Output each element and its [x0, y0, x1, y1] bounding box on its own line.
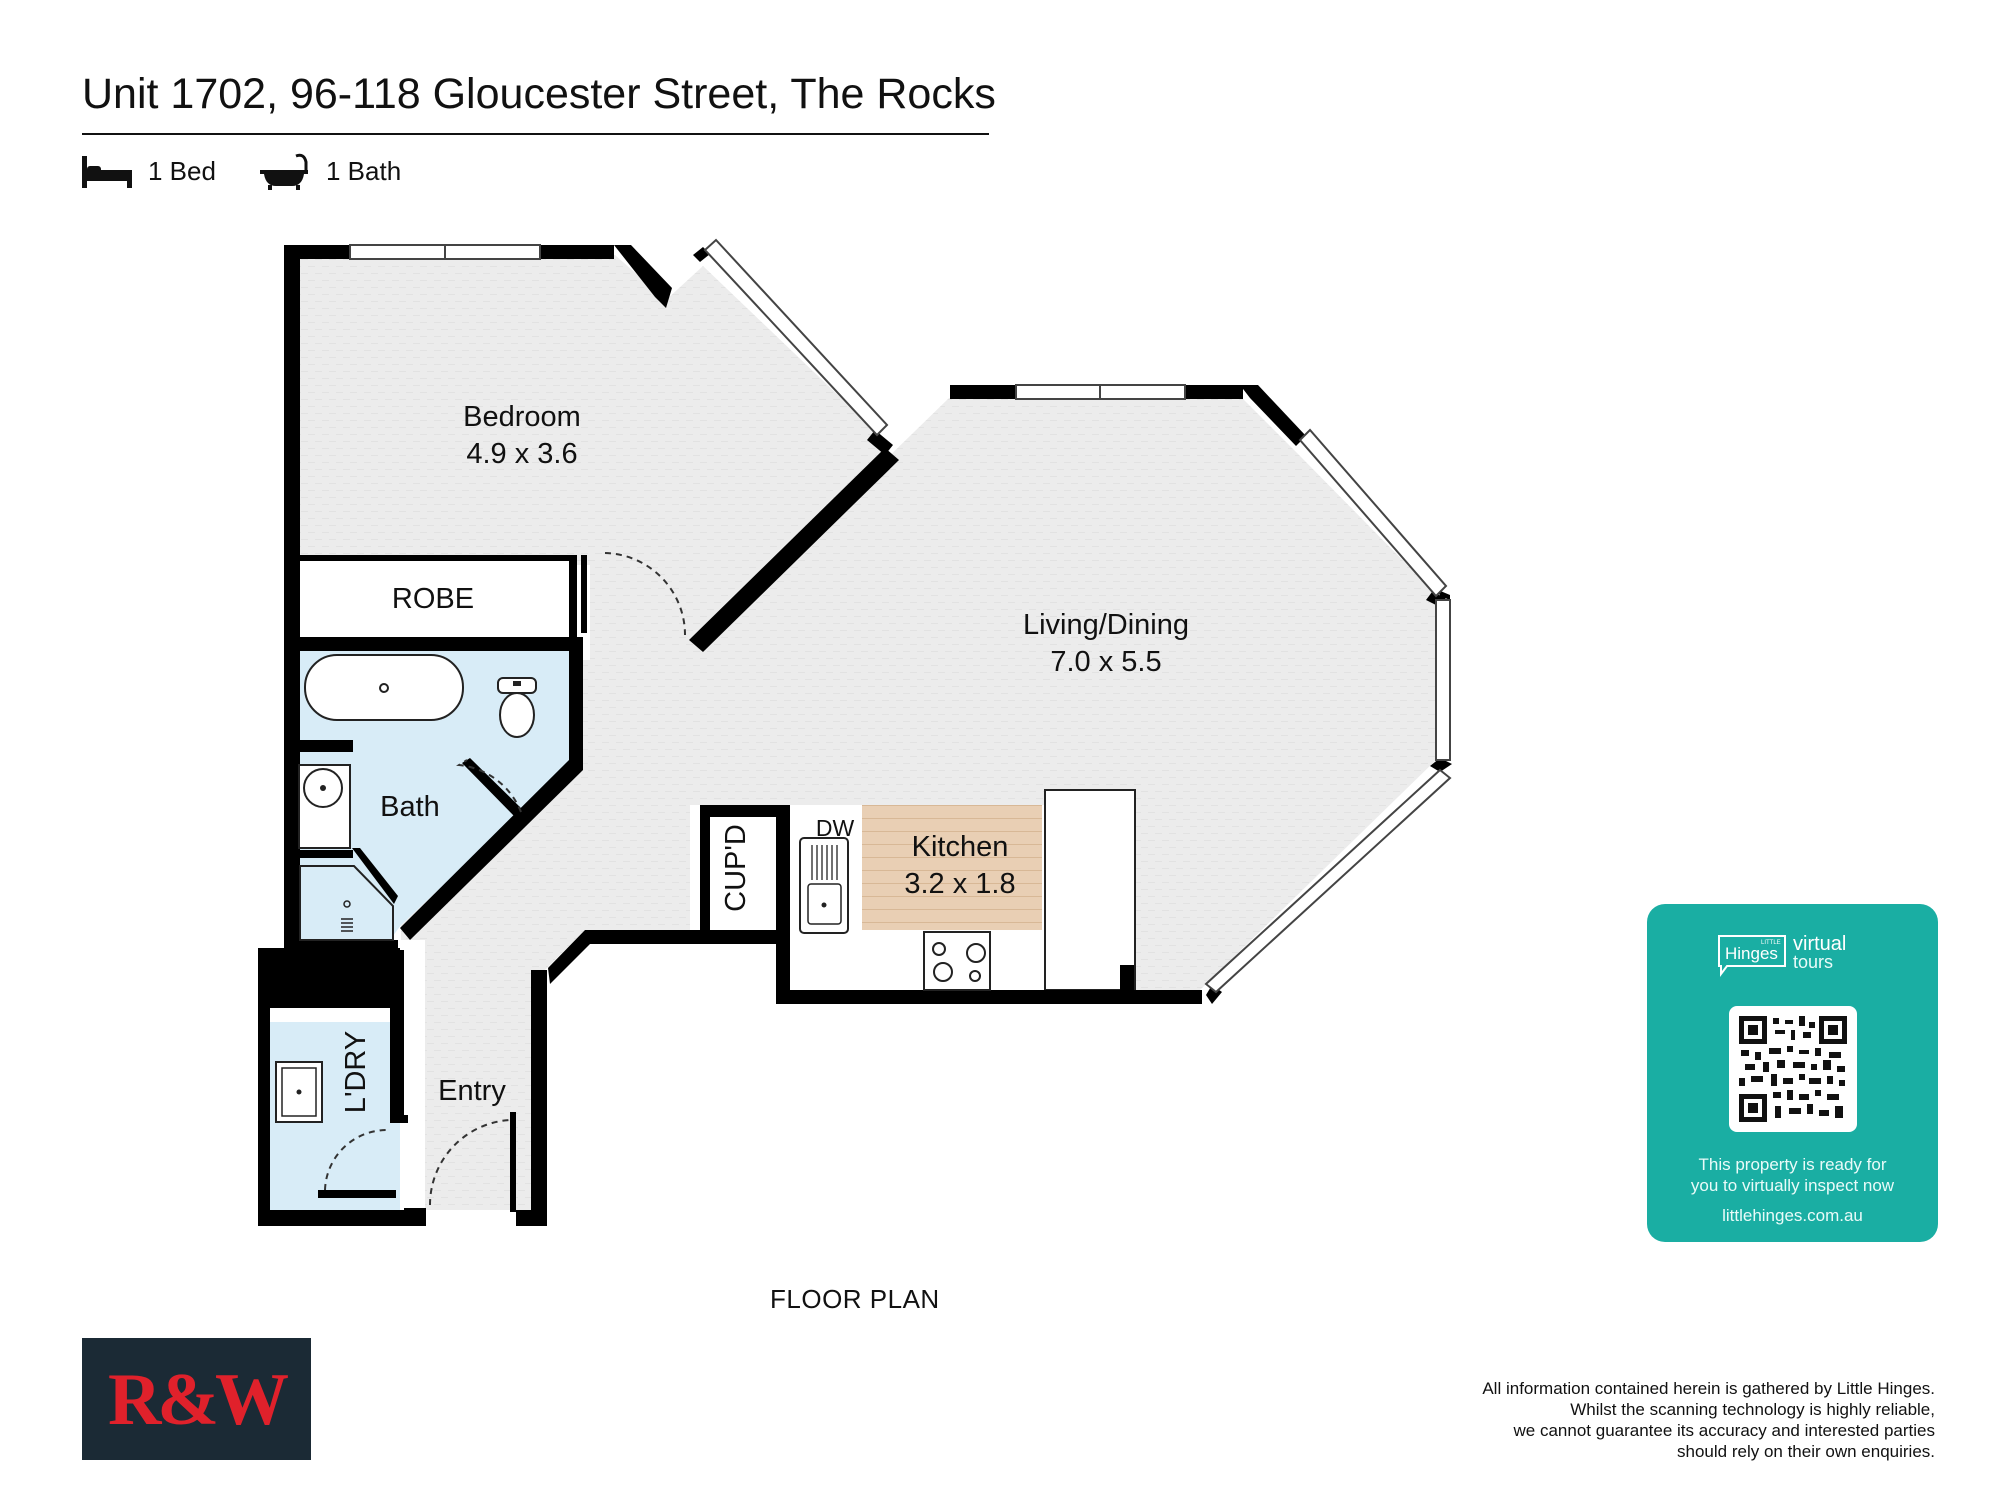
- walls: [258, 245, 1452, 1226]
- logo-small-text: LITTLE: [1761, 940, 1781, 946]
- kitchen-sink-icon: [799, 837, 849, 934]
- logo-brand-text: Hinges: [1725, 944, 1778, 963]
- robe-floor: [298, 558, 575, 638]
- page-title: Unit 1702, 96-118 Gloucester Street, The…: [82, 70, 996, 118]
- bathtub-icon: [304, 654, 464, 721]
- cupboard-label: CUP'D: [720, 824, 752, 912]
- door-swings: [324, 552, 686, 1206]
- disclaimer-line: we cannot guarantee its accuracy and int…: [1513, 1421, 1935, 1440]
- laundry-sink-icon: [275, 1061, 323, 1123]
- bedroom-floor: [298, 255, 885, 640]
- logo-tours-text: tours: [1793, 952, 1833, 972]
- logo-virtual-text: virtual: [1793, 933, 1846, 955]
- kitchen-island: [1044, 789, 1136, 991]
- tour-message-line-1: This property is ready for: [1698, 1155, 1887, 1174]
- tour-url-link[interactable]: littlehinges.com.au: [1722, 1206, 1863, 1225]
- disclaimer-line: Whilst the scanning technology is highly…: [1570, 1400, 1935, 1419]
- disclaimer-line: All information contained herein is gath…: [1482, 1379, 1935, 1398]
- baths-feature: 1 Bath: [258, 152, 401, 190]
- agency-logo-text: R&W: [107, 1359, 289, 1441]
- qr-code[interactable]: [1729, 1006, 1857, 1132]
- robe-label: ROBE: [392, 583, 474, 615]
- virtual-tour-card[interactable]: LITTLE Hinges virtual tours: [1647, 904, 1938, 1242]
- agency-logo: R&W: [82, 1338, 311, 1460]
- kitchen-label: Kitchen: [912, 831, 1009, 863]
- dishwasher-label: DW: [816, 815, 855, 841]
- cooktop-icon: [923, 931, 991, 991]
- toilet-icon: [497, 677, 537, 738]
- floor-plan-caption: FLOOR PLAN: [770, 1284, 940, 1314]
- bedroom-size: 4.9 x 3.6: [466, 438, 577, 470]
- bath-icon: [260, 153, 308, 190]
- tour-message: This property is ready for you to virtua…: [1647, 1154, 1938, 1196]
- living-label: Living/Dining: [1023, 609, 1189, 641]
- disclaimer-line: should rely on their own enquiries.: [1677, 1442, 1935, 1461]
- tour-message-line-2: you to virtually inspect now: [1690, 1176, 1895, 1195]
- bath-label: Bath: [380, 791, 440, 823]
- beds-feature: 1 Bed: [80, 152, 216, 190]
- little-hinges-logo: LITTLE Hinges virtual tours: [1718, 933, 1846, 977]
- windows: [349, 238, 1452, 994]
- laundry-label: L'DRY: [340, 1031, 372, 1113]
- beds-count: 1 Bed: [148, 155, 216, 186]
- cupboard-floor: [700, 812, 775, 922]
- entry-label: Entry: [438, 1075, 506, 1107]
- disclaimer: All information contained herein is gath…: [1415, 1378, 1935, 1462]
- qr-code-icon: [1739, 1016, 1847, 1122]
- shower-icon: [299, 865, 394, 941]
- bed-icon: [82, 156, 132, 188]
- hallway-floor: [401, 640, 690, 1220]
- kitchen-timber-floor: [862, 805, 1042, 930]
- sink-icon: [298, 764, 351, 849]
- baths-count: 1 Bath: [326, 155, 402, 186]
- kitchen-size: 3.2 x 1.8: [904, 868, 1015, 900]
- title-underline: [82, 133, 989, 135]
- bedroom-label: Bedroom: [463, 401, 581, 433]
- living-size: 7.0 x 5.5: [1050, 646, 1161, 678]
